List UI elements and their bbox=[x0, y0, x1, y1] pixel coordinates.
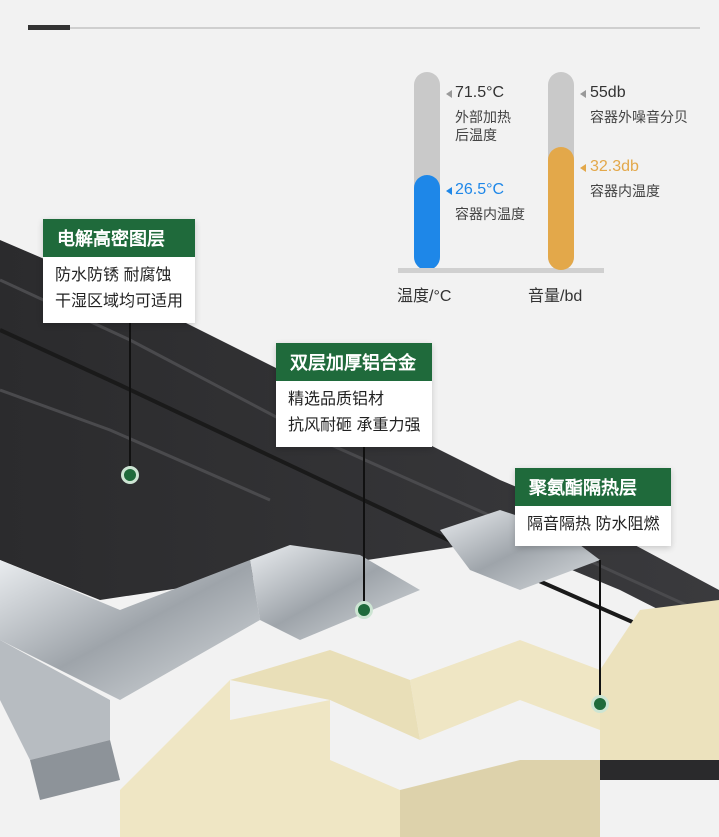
callout-1-marker bbox=[121, 466, 139, 484]
temperature-inside-value: 26.5°C bbox=[455, 181, 505, 198]
callout-2-marker bbox=[355, 601, 373, 619]
callout-2-line-2: 抗风耐砸 承重力强 bbox=[288, 417, 421, 434]
callout-1-line-2: 干湿区域均可适用 bbox=[55, 293, 184, 310]
callout-insulation-layer: 聚氨酯隔热层 隔音隔热 防水阻燃 bbox=[515, 468, 672, 546]
callout-3-body: 隔音隔热 防水阻燃 bbox=[515, 506, 671, 546]
sound-outside-label: 容器外噪音分贝 bbox=[590, 109, 688, 125]
callout-3-leader bbox=[599, 560, 601, 702]
callout-1-body: 防水防锈 耐腐蚀 干湿区域均可适用 bbox=[43, 257, 195, 323]
sound-inside-value: 32.3db bbox=[590, 158, 639, 175]
temperature-inside-label: 容器内温度 bbox=[455, 206, 525, 222]
temperature-outside-label-2: 后温度 bbox=[455, 127, 497, 143]
callout-2-title: 双层加厚铝合金 bbox=[276, 343, 433, 381]
callout-1-leader bbox=[129, 306, 131, 474]
temperature-outside-label-1: 外部加热 bbox=[455, 109, 511, 125]
sound-axis-label: 音量/bd bbox=[528, 288, 583, 305]
sound-outside-pointer bbox=[580, 90, 586, 98]
temperature-thermometer bbox=[414, 72, 440, 270]
top-divider bbox=[28, 27, 700, 29]
callout-3-line-1: 隔音隔热 防水阻燃 bbox=[527, 516, 660, 533]
top-divider-accent bbox=[28, 25, 70, 30]
callout-coating-layer: 电解高密图层 防水防锈 耐腐蚀 干湿区域均可适用 bbox=[43, 219, 196, 323]
sound-inside-label: 容器内温度 bbox=[590, 183, 660, 199]
callout-3-title: 聚氨酯隔热层 bbox=[515, 468, 672, 506]
temperature-inside-pointer bbox=[446, 187, 452, 195]
sound-fill bbox=[548, 147, 574, 270]
callout-2-line-1: 精选品质铝材 bbox=[288, 391, 385, 408]
temperature-outside-value: 71.5°C bbox=[455, 84, 505, 101]
callout-aluminum-layer: 双层加厚铝合金 精选品质铝材 抗风耐砸 承重力强 bbox=[276, 343, 433, 447]
sound-outside-value: 55db bbox=[590, 84, 626, 101]
temperature-fill bbox=[414, 175, 440, 270]
sound-thermometer bbox=[548, 72, 574, 270]
gauge-baseline bbox=[398, 268, 604, 273]
temperature-outside-pointer bbox=[446, 90, 452, 98]
callout-1-title: 电解高密图层 bbox=[43, 219, 196, 257]
callout-3-marker bbox=[591, 695, 609, 713]
callout-2-body: 精选品质铝材 抗风耐砸 承重力强 bbox=[276, 381, 432, 447]
sound-inside-pointer bbox=[580, 164, 586, 172]
callout-2-leader bbox=[363, 430, 365, 608]
temperature-axis-label: 温度/°C bbox=[397, 288, 452, 305]
callout-1-line-1: 防水防锈 耐腐蚀 bbox=[55, 267, 172, 284]
